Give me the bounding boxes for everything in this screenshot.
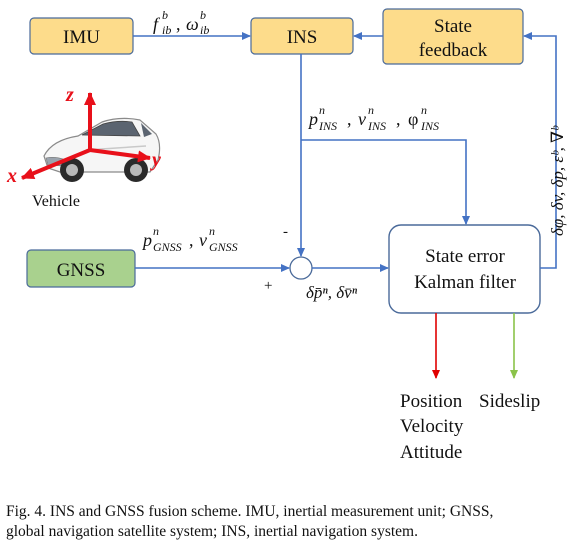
imu-omega-sup: b (200, 8, 206, 22)
caption-line-1: Fig. 4. INS and GNSS fusion scheme. IMU,… (6, 503, 494, 520)
imu-f-sup: b (162, 8, 168, 22)
kalman-filter-box: State error Kalman filter (388, 224, 541, 314)
gnss-v-sup: n (209, 224, 215, 238)
ins-phi-sub: INS (420, 119, 439, 133)
ins-label: INS (287, 27, 318, 48)
vehicle-illustration: z y x Vehicle (6, 84, 161, 210)
z-axis-label: z (65, 84, 74, 106)
output-velocity: Velocity (400, 416, 464, 437)
gnss-p-symbol: p (141, 230, 152, 250)
ins-box: INS (250, 17, 354, 55)
imu-box: IMU (29, 17, 134, 55)
ins-v-sub: INS (367, 119, 386, 133)
imu-label: IMU (63, 27, 100, 48)
ins-comma-1: , (347, 109, 352, 129)
residual-label: δp̄ⁿ, δv̄ⁿ (306, 283, 358, 302)
state-feedback-label-line2: feedback (419, 40, 488, 61)
gnss-output-label: p n GNSS , v n GNSS (141, 224, 238, 254)
ins-comma-2: , (396, 109, 401, 129)
gnss-comma: , (189, 230, 194, 250)
state-feedback-box: State feedback (382, 8, 524, 65)
y-axis-label: y (150, 149, 161, 171)
car-icon (43, 117, 161, 182)
imu-omega-symbol: ω (186, 14, 199, 34)
gnss-p-sub: GNSS (153, 240, 182, 254)
sum-junction (289, 256, 313, 280)
imu-omega-sub: ib (200, 23, 209, 37)
minus-sign: - (283, 224, 288, 240)
state-feedback-label-line1: State (434, 16, 472, 37)
ins-p-symbol: p (307, 109, 318, 129)
gnss-label: GNSS (57, 260, 106, 281)
ins-to-kalman-arrow (301, 139, 470, 225)
output-position: Position (400, 391, 463, 412)
imu-f-symbol: f (153, 14, 161, 34)
output-attitude: Attitude (400, 442, 462, 463)
gnss-p-sup: n (153, 224, 159, 238)
ins-v-sup: n (368, 103, 374, 117)
x-axis-label: x (6, 165, 17, 187)
ins-v-symbol: v (358, 109, 366, 129)
kalman-label-line1: State error (425, 246, 505, 267)
gnss-box: GNSS (26, 249, 136, 288)
vehicle-label: Vehicle (32, 193, 80, 210)
kalman-to-feedback-arrow (523, 32, 557, 269)
ins-phi-sup: n (421, 103, 427, 117)
ins-p-sub: INS (318, 119, 337, 133)
ins-phi-symbol: φ (408, 109, 418, 129)
gnss-v-symbol: v (199, 230, 207, 250)
plus-sign: + (264, 278, 272, 294)
ins-p-sup: n (319, 103, 325, 117)
y-axis-arrow (89, 148, 151, 163)
imu-output-label: f b ib , ω b ib (153, 8, 209, 37)
caption-line-2: global navigation satellite system; INS,… (6, 523, 418, 540)
figure-caption: Fig. 4. INS and GNSS fusion scheme. IMU,… (6, 502, 580, 542)
x-axis-arrow (21, 148, 91, 180)
imu-comma: , (176, 14, 181, 34)
output-sideslip: Sideslip (479, 391, 540, 412)
kalman-label-line2: Kalman filter (414, 272, 516, 293)
imu-f-sub: ib (162, 23, 171, 37)
ins-output-label: p n INS , v n INS , φ n INS (307, 103, 439, 133)
gnss-v-sub: GNSS (209, 240, 238, 254)
feedback-error-label: δφ, δv, δp, εᵇ, ∇ᵇ (548, 125, 567, 236)
